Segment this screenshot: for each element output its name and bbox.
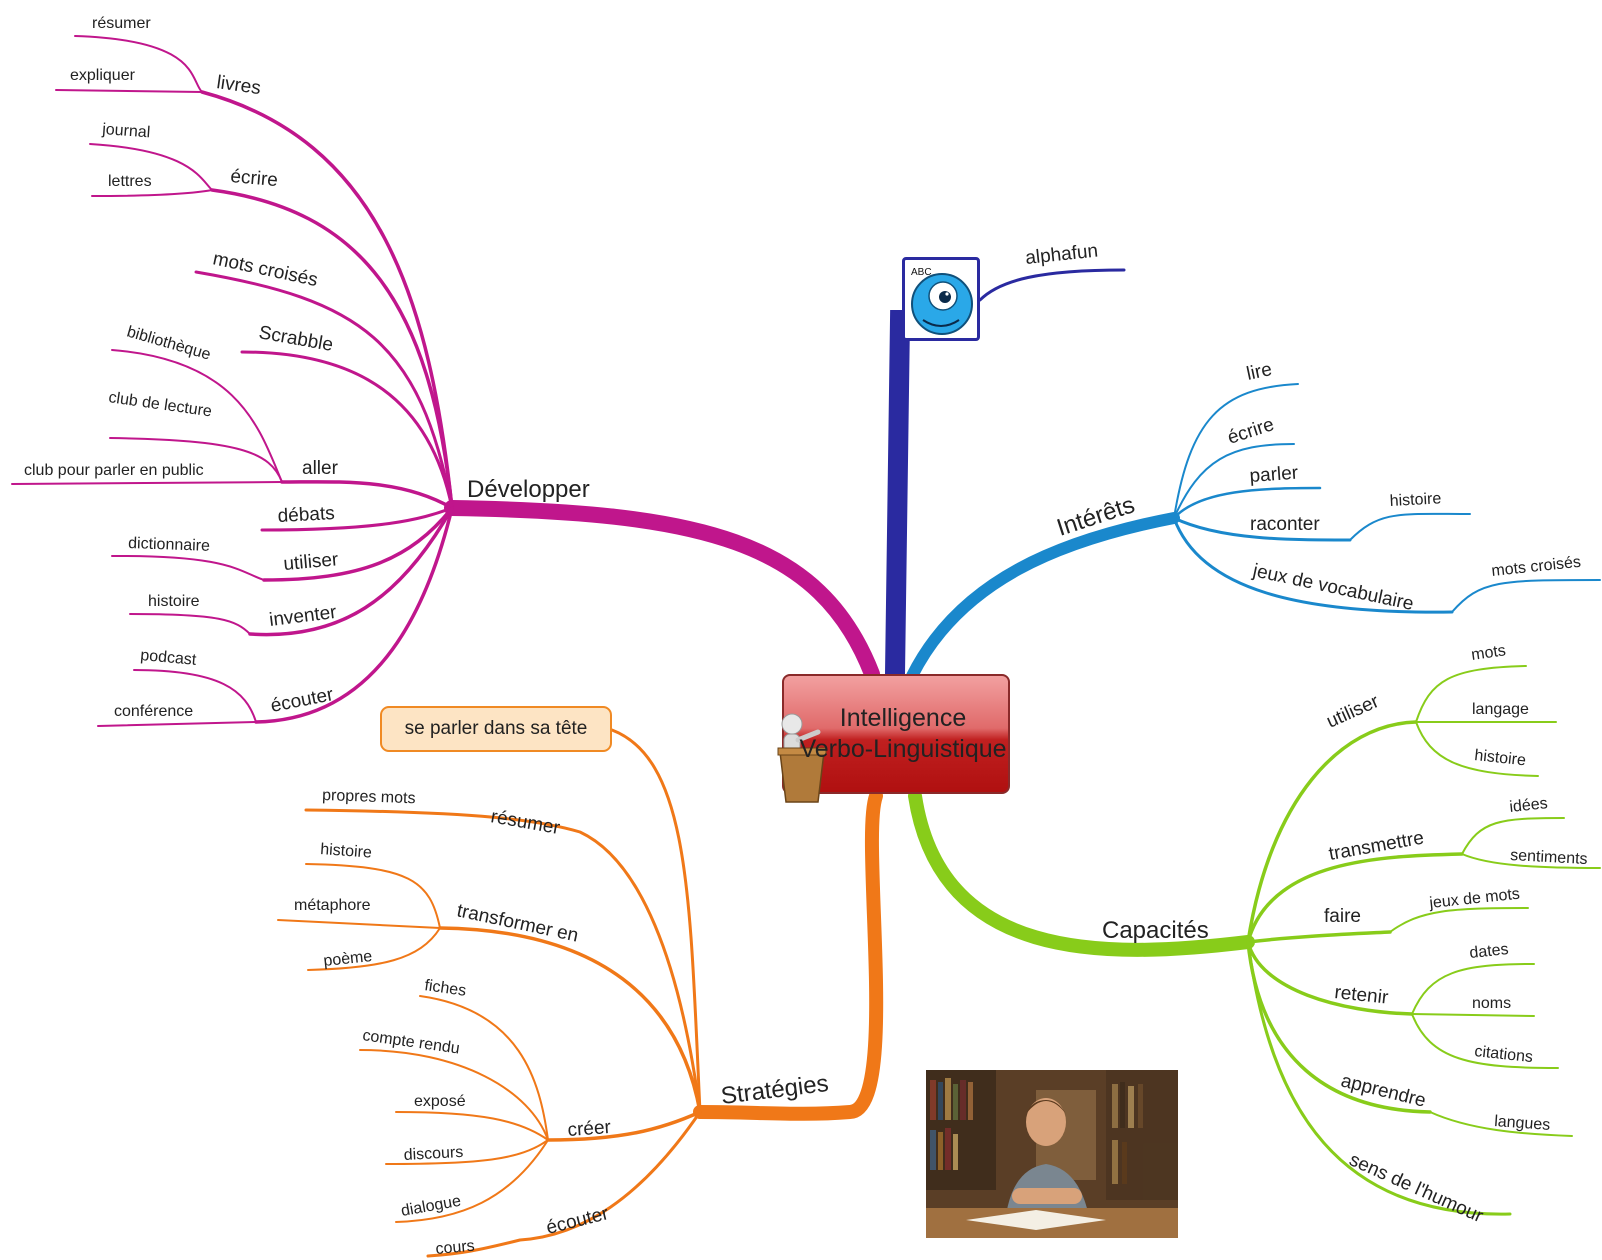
alphafun-abc-text: ABC	[911, 267, 932, 278]
label-expose: exposé	[414, 1093, 466, 1110]
label-dates: dates	[1469, 941, 1510, 962]
label-langage: langage	[1472, 701, 1529, 718]
label-club-lecture: club de lecture	[107, 389, 213, 420]
label-cours: cours	[435, 1238, 475, 1258]
central-topic[interactable]: Intelligence Verbo-Linguistique	[782, 674, 1010, 794]
label-metaphore: métaphore	[294, 897, 371, 914]
label-resumer-str: résumer	[489, 806, 562, 839]
label-mots: mots	[1470, 642, 1507, 664]
label-dialogue: dialogue	[400, 1193, 463, 1220]
label-histoire-int: histoire	[1389, 490, 1441, 510]
branch-developper	[444, 500, 880, 682]
label-raconter: raconter	[1250, 514, 1320, 535]
label-sentiments: sentiments	[1510, 847, 1588, 868]
label-bibliotheque: bibliothèque	[125, 324, 213, 364]
label-fiches: fiches	[423, 977, 467, 1000]
label-ecrire: écrire	[230, 166, 279, 191]
label-humour: sens de l'humour	[1346, 1149, 1487, 1227]
cyclops-smiley-icon: ABC	[911, 267, 973, 335]
label-strategies: Stratégies	[719, 1070, 830, 1110]
figure-at-lectern-icon	[777, 713, 827, 803]
label-lire: lire	[1245, 359, 1274, 385]
label-resumer: résumer	[92, 15, 151, 32]
label-faire: faire	[1324, 906, 1361, 927]
label-transformer: transformer en	[455, 900, 580, 946]
label-alphafun: alphafun	[1024, 240, 1099, 269]
label-utiliser-dev: utiliser	[283, 549, 340, 575]
branch-alphafun	[885, 310, 920, 684]
label-mots-croises: mots croisés	[211, 248, 320, 291]
label-lettres: lettres	[108, 173, 152, 190]
label-aller: aller	[302, 458, 339, 479]
label-club-parler: club pour parler en public	[24, 462, 204, 479]
label-citations: citations	[1474, 1043, 1534, 1066]
label-scrabble: Scrabble	[257, 322, 335, 356]
branch-interets	[906, 512, 1180, 682]
label-utiliser-cap: utiliser	[1323, 691, 1382, 733]
label-ecrire-int: écrire	[1225, 414, 1277, 449]
center-line1: Intelligence	[839, 704, 967, 732]
label-dictionnaire: dictionnaire	[128, 535, 210, 555]
label-parler: parler	[1249, 463, 1300, 487]
label-histoire-str: histoire	[320, 841, 373, 862]
label-idees: idées	[1509, 795, 1549, 816]
label-debats: débats	[277, 503, 335, 527]
label-histoire-cap: histoire	[1474, 747, 1527, 769]
branch-strategies	[693, 789, 884, 1121]
label-langues: langues	[1494, 1113, 1551, 1134]
branch-capacites	[908, 789, 1255, 957]
label-developper: Développer	[467, 476, 590, 503]
label-mots-croises-int: mots croisés	[1491, 554, 1582, 580]
central-topic-label: Intelligence Verbo-Linguistique	[785, 703, 1006, 765]
label-conference: conférence	[114, 703, 193, 720]
label-propres-mots: propres mots	[322, 787, 416, 807]
student-photo	[926, 1070, 1178, 1238]
label-ecouter-str: écouter	[544, 1203, 611, 1239]
label-noms: noms	[1472, 995, 1511, 1012]
label-poeme: poème	[323, 948, 374, 970]
label-discours: discours	[403, 1144, 463, 1164]
label-ecouter-dev: écouter	[269, 684, 336, 717]
center-line2: Verbo-Linguistique	[799, 735, 1007, 763]
label-creer: créer	[567, 1117, 612, 1141]
student-photo-illustration	[926, 1070, 1178, 1238]
label-histoire-dev: histoire	[148, 593, 200, 610]
alphafun-icon-box[interactable]: ABC	[902, 257, 980, 341]
label-expliquer: expliquer	[70, 67, 136, 84]
label-livres: livres	[215, 72, 262, 99]
label-journal: journal	[101, 121, 151, 141]
note-se-parler[interactable]: se parler dans sa tête	[380, 706, 612, 752]
label-podcast: podcast	[140, 647, 198, 669]
label-capacites: Capacités	[1102, 917, 1209, 944]
